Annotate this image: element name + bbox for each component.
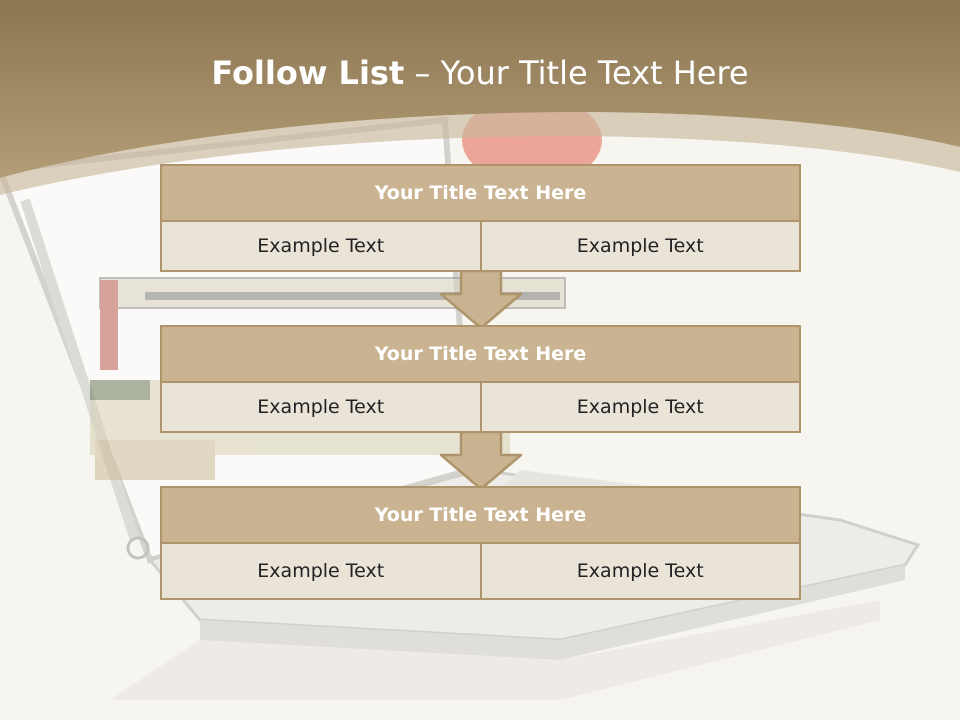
header-band [0,0,960,178]
step-block-row: Example Text Example Text [160,383,801,433]
step-block-cell-left: Example Text [160,383,482,433]
step-block-1: Your Title Text Here Example Text Exampl… [160,164,801,272]
step-block-3: Your Title Text Here Example Text Exampl… [160,486,801,600]
step-block-cell-right: Example Text [481,383,801,433]
header-band-arc [0,112,960,195]
step-block-2: Your Title Text Here Example Text Exampl… [160,325,801,433]
step-block-cell-left: Example Text [160,222,482,272]
down-arrow-icon [439,270,523,330]
down-arrow-icon [439,431,523,491]
step-block-cell-left: Example Text [160,544,482,600]
step-block-title: Your Title Text Here [160,486,801,544]
step-block-title: Your Title Text Here [160,164,801,222]
step-block-cell-right: Example Text [481,222,801,272]
slide-title: Follow List – Your Title Text Here [0,54,960,92]
step-block-row: Example Text Example Text [160,222,801,272]
step-block-title: Your Title Text Here [160,325,801,383]
step-block-cell-right: Example Text [481,544,801,600]
slide-title-rest: – Your Title Text Here [404,54,749,92]
slide-title-bold: Follow List [211,54,405,92]
step-block-row: Example Text Example Text [160,544,801,600]
